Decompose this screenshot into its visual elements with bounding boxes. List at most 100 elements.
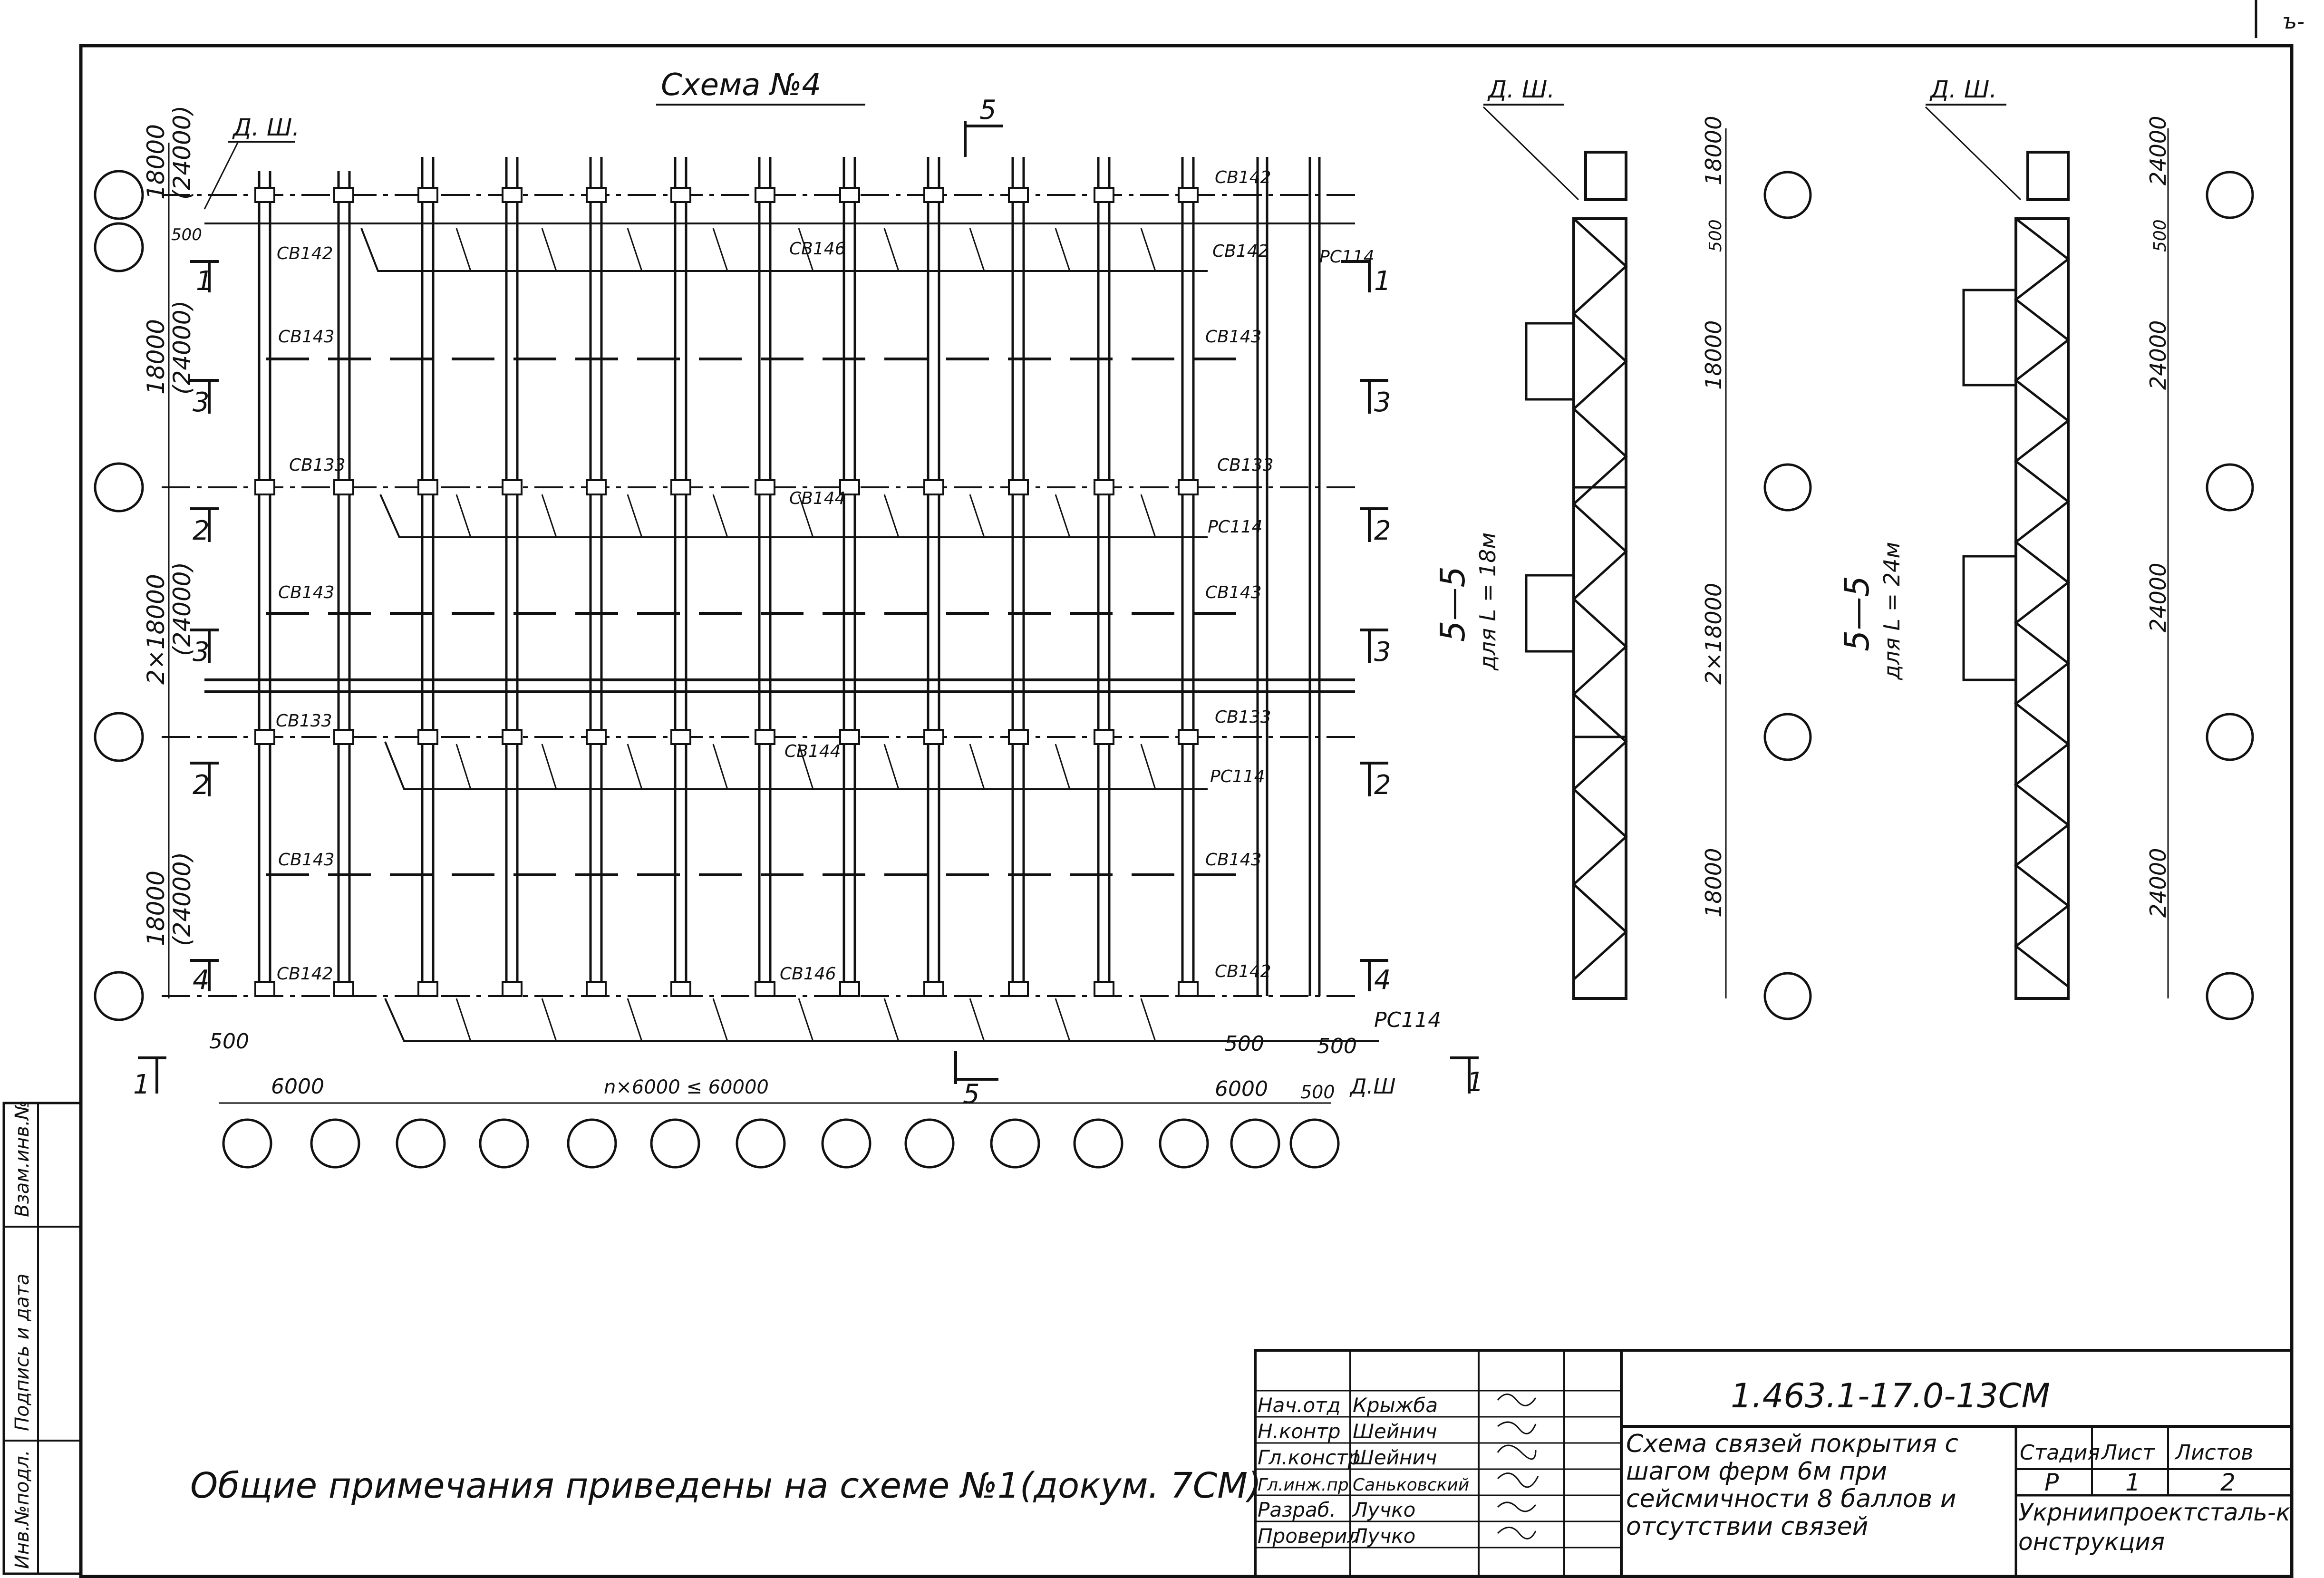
tb-role-5: Разраб. bbox=[1258, 1498, 1336, 1521]
title-block: Нач.отд Крыжба Н.контр Шейнич Гл.констр … bbox=[1254, 1349, 2293, 1578]
bottom-dim-500-r1: 500 bbox=[1224, 1032, 1264, 1056]
left-dim-3: 2×18000 bbox=[142, 574, 170, 685]
label-cb146-bottom: СВ146 bbox=[780, 964, 836, 984]
left-dim-1: 18000 bbox=[142, 124, 170, 200]
left-dim-1b: (24000) bbox=[168, 106, 196, 200]
tb-role-2: Н.контр bbox=[1258, 1420, 1341, 1443]
label-cb142-top-left: СВ142 bbox=[277, 244, 333, 263]
tb-stage: Р bbox=[2044, 1469, 2059, 1496]
label-pc114-top: РС114 bbox=[1319, 247, 1375, 267]
tb-sheets-header: Листов bbox=[2174, 1441, 2253, 1465]
section-18-dim-500: 500 bbox=[1706, 219, 1725, 252]
label-cb143-1-left: СВ143 bbox=[278, 327, 335, 347]
tb-name-1: Крыжба bbox=[1353, 1394, 1438, 1417]
cut-3-left-lower: 3 bbox=[193, 637, 210, 668]
label-cb146-top: СВ146 bbox=[789, 239, 846, 259]
cut-4-right: 4 bbox=[1374, 965, 1391, 996]
cut-1-bottom-left: 1 bbox=[133, 1069, 150, 1100]
tb-role-6: Проверил bbox=[1258, 1524, 1360, 1548]
section-18-subtitle: для L = 18м bbox=[1475, 532, 1501, 671]
plan-scheme-4: Схема №4 5 Д. Ш. bbox=[94, 68, 1484, 1169]
section-5-5-l24: Д. Ш. 24000 500 24000 24000 24000 5—5 дл… bbox=[1838, 76, 2254, 1020]
tb-name-2: Шейнич bbox=[1353, 1420, 1437, 1443]
bottom-dim-500-r3: 500 bbox=[1300, 1082, 1335, 1103]
cut-3-right-upper: 3 bbox=[1374, 387, 1391, 418]
left-dim-2b: (24000) bbox=[168, 300, 196, 395]
section-24-dim-1: 24000 bbox=[2145, 116, 2171, 185]
label-cb133-2-left: СВ133 bbox=[276, 711, 332, 731]
section-24-dim-2: 24000 bbox=[2145, 320, 2171, 390]
tb-role-1: Нач.отд bbox=[1258, 1394, 1341, 1417]
section-24-dim-4: 24000 bbox=[2145, 848, 2171, 918]
tb-description: Схема связей покрытия с шагом ферм 6м пр… bbox=[1626, 1430, 1958, 1541]
section-24-subtitle: для L = 24м bbox=[1879, 542, 1905, 680]
drawing-frame bbox=[79, 44, 2294, 1578]
label-pc114-1: РС114 bbox=[1208, 517, 1263, 537]
tb-name-3: Шейнич bbox=[1353, 1446, 1437, 1469]
stamp-signature-date: Подпись и дата bbox=[11, 1274, 33, 1431]
tb-sheets: 2 bbox=[2220, 1469, 2236, 1496]
label-cb142-top-right: СВ142 bbox=[1212, 242, 1269, 261]
label-cb142-bottom-right: СВ142 bbox=[1215, 962, 1271, 981]
cut-2-left-upper: 2 bbox=[193, 515, 210, 546]
section-5-mark-bottom: 5 bbox=[963, 1079, 980, 1110]
bottom-dim-span: n×6000 ≤ 60000 bbox=[604, 1076, 769, 1098]
tb-role-3: Гл.констр bbox=[1258, 1446, 1360, 1469]
left-dim-4: 18000 bbox=[142, 871, 170, 946]
page-corner-mark: ъ- bbox=[2282, 10, 2305, 34]
left-dim-4b: (24000) bbox=[168, 852, 196, 946]
side-stamp: Инв.№подл. Подпись и дата Взам.инв.№ bbox=[2, 1100, 82, 1575]
label-cb144-2: СВ144 bbox=[784, 742, 841, 761]
cut-4-left: 4 bbox=[193, 965, 210, 996]
label-cb143-2-left: СВ143 bbox=[278, 583, 335, 602]
label-cb133-2-right: СВ133 bbox=[1215, 707, 1271, 727]
cut-2-right-upper: 2 bbox=[1374, 515, 1391, 546]
tb-name-4: Саньковский bbox=[1353, 1475, 1469, 1495]
left-dim-2: 18000 bbox=[142, 319, 170, 395]
tb-stage-header: Стадия bbox=[2020, 1441, 2100, 1465]
label-cb133-1-right: СВ133 bbox=[1217, 455, 1274, 475]
tb-organization: Укрниипроектсталь-конструкция bbox=[2018, 1499, 2291, 1556]
section-18-dim-1: 18000 bbox=[1701, 116, 1726, 185]
stamp-replace-inv: Взам.инв.№ bbox=[11, 1100, 33, 1217]
stamp-inv-no: Инв.№подл. bbox=[11, 1450, 33, 1569]
section-18-title: 5—5 bbox=[1433, 566, 1472, 642]
section-18-wind-truss-label: Д. Ш. bbox=[1487, 76, 1555, 103]
tb-name-5: Лучко bbox=[1352, 1498, 1415, 1521]
bottom-dim-6000-right: 6000 bbox=[1215, 1077, 1268, 1101]
tb-role-4: Гл.инж.пр bbox=[1258, 1475, 1349, 1495]
cut-3-left-upper: 3 bbox=[193, 387, 210, 418]
cut-2-right-lower: 2 bbox=[1374, 770, 1391, 801]
cut-2-left-lower: 2 bbox=[193, 770, 210, 801]
section-5-mark-top: 5 bbox=[979, 95, 997, 126]
section-18-dim-2: 18000 bbox=[1701, 320, 1726, 390]
label-cb133-1-left: СВ133 bbox=[289, 455, 346, 475]
section-24-dim-3: 24000 bbox=[2145, 563, 2171, 632]
cut-3-right-lower: 3 bbox=[1374, 637, 1391, 668]
label-cb143-3-left: СВ143 bbox=[278, 850, 335, 870]
bottom-dim-500-left: 500 bbox=[209, 1029, 249, 1054]
bottom-dim-500-r2: 500 bbox=[1317, 1034, 1357, 1058]
label-pc114-2: РС114 bbox=[1210, 767, 1265, 786]
label-cb142-top-right-upper: СВ142 bbox=[1215, 168, 1271, 187]
label-cb144-1: СВ144 bbox=[789, 489, 846, 508]
section-18-dim-4: 18000 bbox=[1701, 848, 1726, 918]
section-18-dim-3: 2×18000 bbox=[1701, 583, 1726, 685]
wind-truss-label-bottom: Д.Ш bbox=[1349, 1075, 1395, 1099]
cut-1-right: 1 bbox=[1374, 266, 1391, 297]
left-dim-500: 500 bbox=[171, 225, 202, 244]
general-note: Общие примечания приведены на схеме №1(д… bbox=[190, 1465, 1261, 1506]
label-cb143-3-right: СВ143 bbox=[1205, 850, 1262, 870]
label-pc114-bottom: РС114 bbox=[1374, 1008, 1441, 1032]
tb-sheet: 1 bbox=[2125, 1469, 2140, 1496]
left-dim-3b: (24000) bbox=[168, 562, 196, 656]
cut-1-bottom-right: 1 bbox=[1467, 1067, 1484, 1098]
label-cb143-1-right: СВ143 bbox=[1205, 327, 1262, 347]
section-5-5-l18: Д. Ш. 18000 500 18000 2×18000 18000 5—5 … bbox=[1433, 76, 1812, 1020]
cut-1-left: 1 bbox=[196, 266, 213, 297]
tb-doc-code: 1.463.1-17.0-13СМ bbox=[1731, 1376, 2050, 1415]
section-24-dim-500: 500 bbox=[2150, 219, 2170, 252]
tb-sheet-header: Лист bbox=[2101, 1441, 2155, 1465]
scheme-title: Схема №4 bbox=[661, 68, 821, 103]
